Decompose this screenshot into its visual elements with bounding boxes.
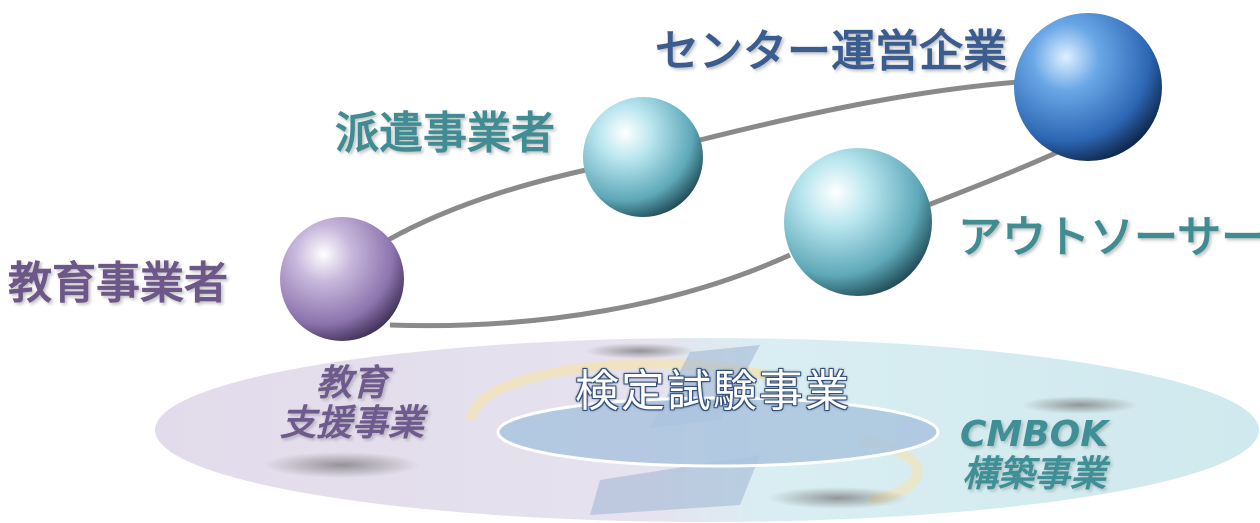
shadow-education — [264, 452, 420, 478]
sphere-dispatch — [583, 97, 703, 217]
decorative-bar-bottom — [590, 455, 760, 515]
sphere-education — [280, 217, 404, 341]
label-cmbok-line1: CMBOK — [960, 414, 1109, 455]
label-education-support-line2: 支援事業 — [280, 403, 425, 445]
exam-oval — [496, 396, 940, 468]
label-education-support: 教育 支援事業 — [280, 363, 425, 445]
sphere-center — [1014, 13, 1162, 161]
connector-dispatch-center — [699, 79, 1019, 143]
label-cmbok-line2: 構築事業 — [962, 454, 1107, 496]
sphere-outsourcer — [784, 148, 932, 296]
label-outsourcer: アウトソーサー — [958, 212, 1260, 263]
label-education-support-line1: 教育 — [316, 363, 389, 404]
label-exam: 検定試験事業 — [575, 366, 851, 417]
connector-outsourcer-center — [927, 147, 1064, 208]
connector-upper — [386, 165, 596, 243]
shadow-dispatch — [585, 343, 695, 359]
connector-lower — [389, 252, 792, 329]
label-education: 教育事業者 — [8, 258, 228, 309]
shadow-center — [768, 487, 908, 509]
shadow-outsourcer — [1022, 396, 1138, 414]
label-center-operator: センター運営企業 — [655, 26, 1007, 77]
label-dispatch: 派遣事業者 — [335, 108, 555, 159]
label-cmbok: CMBOK 構築事業 — [960, 414, 1109, 496]
